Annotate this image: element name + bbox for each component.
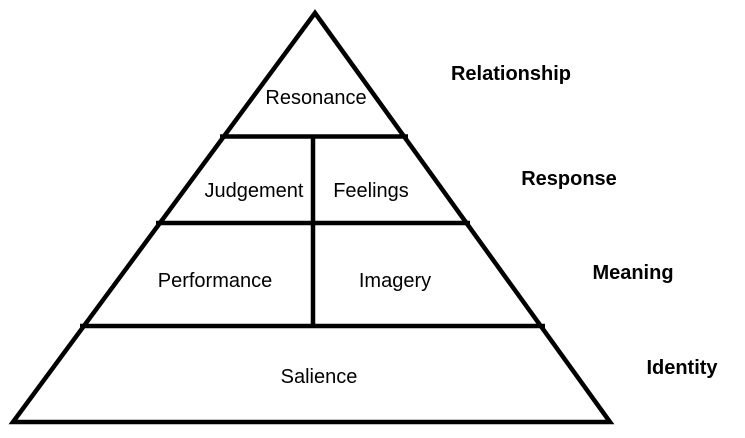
block-label-performance: Performance bbox=[158, 270, 273, 292]
stage-label-relationship: Relationship bbox=[451, 63, 571, 85]
stage-label-identity: Identity bbox=[646, 357, 718, 379]
block-label-judgement: Judgement bbox=[205, 180, 304, 202]
block-label-feelings: Feelings bbox=[333, 180, 409, 202]
stage-label-response: Response bbox=[521, 168, 617, 190]
stage-label-meaning: Meaning bbox=[592, 262, 673, 284]
block-label-imagery: Imagery bbox=[359, 270, 431, 292]
block-label-resonance: Resonance bbox=[265, 87, 366, 109]
pyramid-outline bbox=[8, 9, 615, 425]
block-label-salience: Salience bbox=[281, 366, 358, 388]
